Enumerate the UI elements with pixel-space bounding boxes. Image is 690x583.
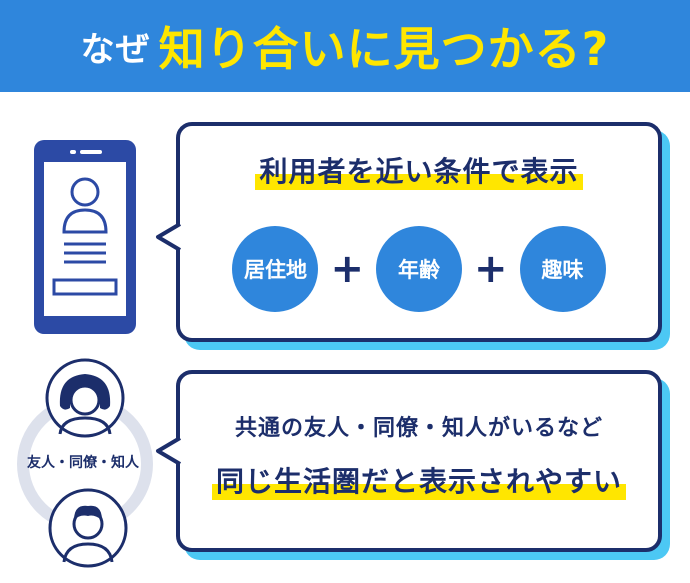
social-line-2: 同じ生活圏だと表示されやすい bbox=[211, 460, 626, 500]
header-title: 知り合いに見つかる? bbox=[158, 22, 610, 76]
speech-bubble-conditions: 利用者を近い条件で表示 居住地 + 年齢 + 趣味 bbox=[176, 122, 662, 342]
condition-residence: 居住地 bbox=[232, 226, 319, 312]
condition-hobby: 趣味 bbox=[519, 226, 606, 312]
social-line-1: 共通の友人・同僚・知人がいるなど bbox=[234, 416, 603, 441]
smartphone-icon bbox=[34, 140, 136, 334]
header-prefix: なぜ bbox=[80, 29, 151, 70]
bubble-tail-icon bbox=[156, 436, 182, 466]
condition-age: 年齢 bbox=[376, 226, 462, 312]
conditions-headline: 利用者を近い条件で表示 bbox=[255, 150, 583, 190]
speech-bubble-social: 共通の友人・同僚・知人がいるなど 同じ生活圏だと表示されやすい bbox=[176, 370, 662, 552]
plus-icon: + bbox=[474, 246, 508, 292]
people-label: 友人・同僚・知人 bbox=[27, 455, 139, 471]
plus-icon: + bbox=[330, 246, 364, 292]
people-illustration bbox=[17, 358, 153, 568]
header-banner: なぜ 知り合いに見つかる? bbox=[0, 0, 690, 92]
bubble-tail-icon bbox=[156, 222, 182, 252]
conditions-row: 居住地 + 年齢 + 趣味 bbox=[180, 226, 658, 312]
